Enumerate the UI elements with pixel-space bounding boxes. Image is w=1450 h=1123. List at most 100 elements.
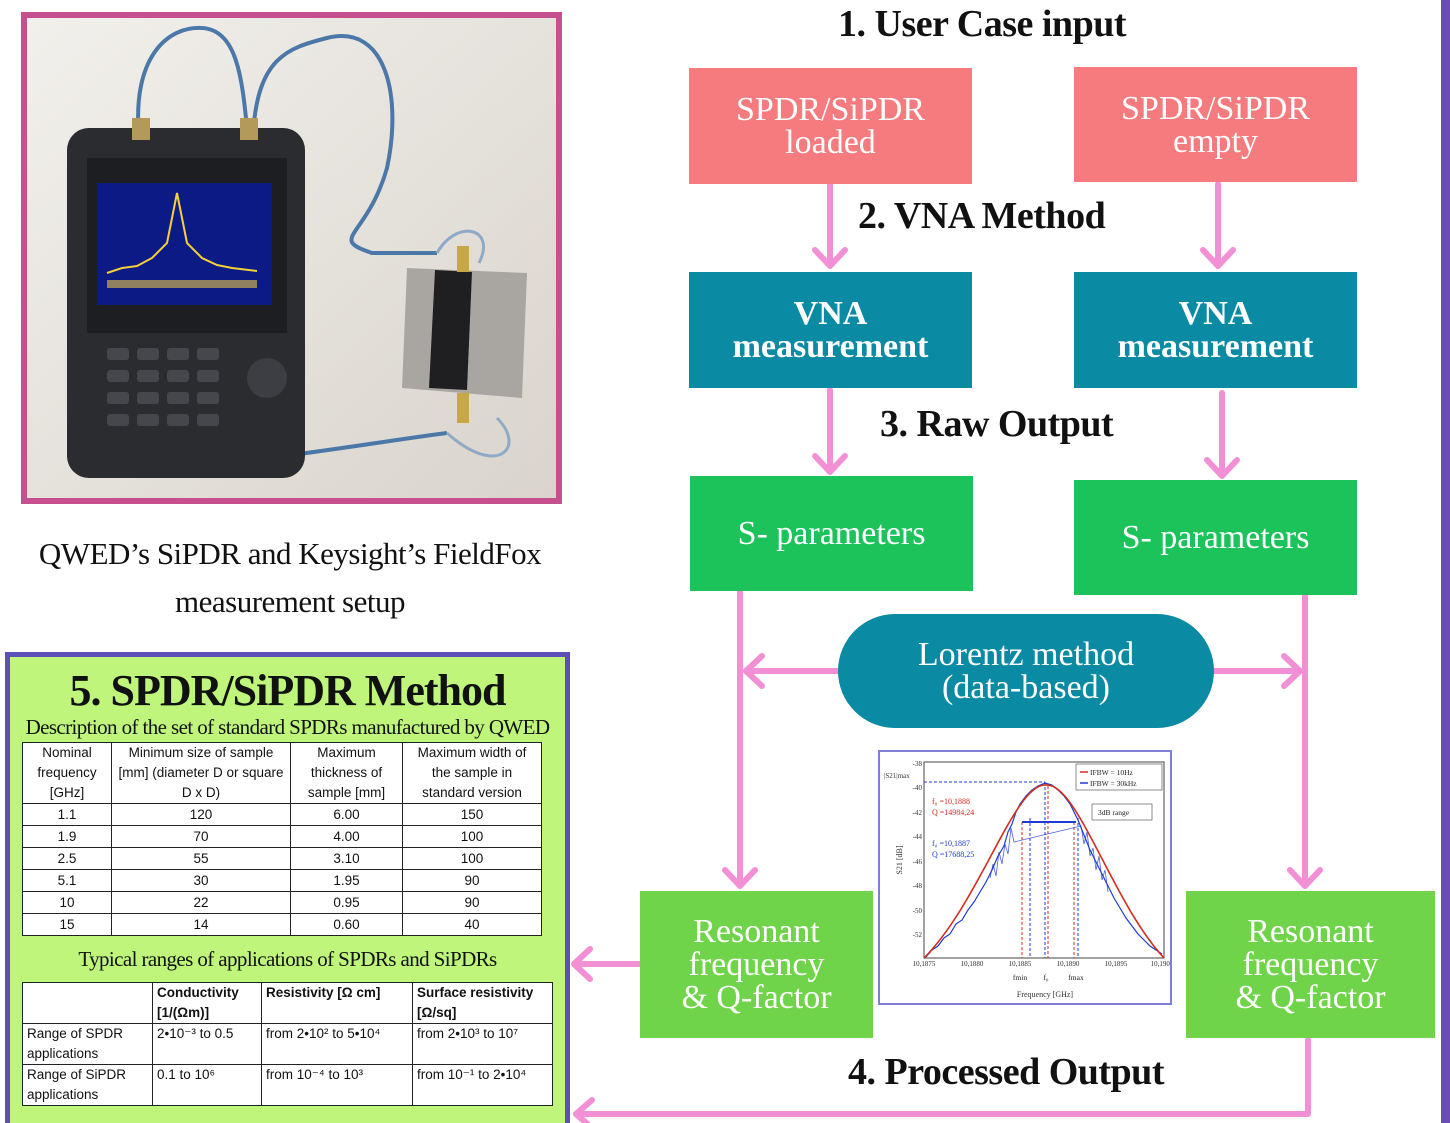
input-loaded-line2: loaded: [785, 124, 876, 161]
right-edge-bar: [1441, 0, 1450, 1123]
step3-heading: 3. Raw Output: [880, 403, 1114, 445]
graph-ylabel: S21 [dB]: [895, 845, 904, 874]
lorentz-fit-plot: -38 -40 -42 -44 -46 -48 -50 -52 10,1875 …: [884, 760, 1174, 999]
table-cell: 55: [111, 847, 291, 870]
table-cell: Range of SiPDR applications: [22, 1064, 153, 1106]
xtick-label: 10,1885: [1009, 960, 1032, 968]
3db-range-box: [1091, 803, 1153, 821]
table-cell: 1.95: [290, 869, 403, 892]
xtick-label: 10,1880: [961, 960, 984, 968]
result-right-line3: & Q-factor: [1235, 979, 1386, 1016]
table-cell: 3.10: [290, 847, 403, 870]
arrow-return-bottom: [575, 1037, 1311, 1117]
plot-area: [923, 761, 1165, 959]
table-cell: 5.1: [22, 869, 112, 892]
result-right-line2: frequency: [1242, 946, 1379, 983]
vna-device-illustration: [27, 18, 556, 498]
table-cell: 40: [402, 913, 542, 936]
arrowhead-left-input-vna: [812, 247, 848, 269]
table-cell: 0.1 to 10⁶: [152, 1064, 262, 1106]
spdr-standard-table: Nominal frequency [GHz] Minimum size of …: [22, 742, 542, 936]
blue-q-label: Q =17688,25: [932, 850, 974, 859]
raw-left-label: S- parameters: [737, 515, 926, 552]
table-cell: 4.00: [290, 825, 403, 848]
table-cell: 0.95: [290, 891, 403, 914]
legend-item-10hz: IFBW = 10Hz: [1090, 768, 1134, 777]
result-right-line1: Resonant: [1247, 913, 1374, 950]
surface-resistivity-header: Surface resistivity [Ω/sq]: [417, 985, 534, 1020]
table-cell: from 10⁻¹ to 2•10⁴: [412, 1064, 553, 1106]
xtick-label: 10,1875: [913, 960, 936, 968]
table-cell: 10: [22, 891, 112, 914]
ytick-label: -42: [913, 809, 923, 817]
red-curve-10hz: [923, 784, 1165, 959]
arrowhead-right-vna-raw: [1204, 457, 1240, 479]
table-cell: 90: [402, 869, 542, 892]
table-cell: 1.1: [22, 803, 112, 826]
table-cell: 2•10⁻³ to 0.5: [152, 1023, 262, 1065]
red-f0-label: f₀ =10,1888: [932, 797, 970, 806]
arrowhead-right-input-vna: [1200, 247, 1236, 269]
blue-curve-30khz: [925, 782, 1163, 958]
blue-noise: [989, 825, 1109, 893]
arrowhead-result-to-method: [571, 946, 593, 982]
table-cell: from 2•10² to 5•10⁴: [261, 1023, 413, 1065]
arrowhead-right-raw-result: [1287, 867, 1323, 889]
result-left-line2: frequency: [688, 946, 825, 983]
blue-f0-label: f₀ =10,1887: [932, 839, 970, 848]
measurement-setup-photo: [21, 12, 562, 504]
table-cell: 30: [111, 869, 291, 892]
xtick-label: 10,1900: [1151, 960, 1170, 968]
table-header-cell: Conductivity [1/(Ωm)]: [152, 982, 262, 1024]
table-cell: 120: [111, 803, 291, 826]
lorentz-line2: (data-based): [941, 669, 1110, 706]
arrowhead-left-raw-result: [722, 867, 758, 889]
arrowhead-left-vna-raw: [812, 453, 848, 475]
input-empty-line1: SPDR/SiPDR: [1121, 89, 1310, 127]
table-cell: 150: [402, 803, 542, 826]
ytick-label: -38: [913, 760, 923, 768]
table-cell: 15: [22, 913, 112, 936]
step1-heading: 1. User Case input: [838, 3, 1127, 45]
legend-item-30khz: IFBW = 30kHz: [1090, 779, 1137, 788]
table-cell: 100: [402, 825, 542, 848]
table-header-cell: Surface resistivity [Ω/sq]: [412, 982, 553, 1024]
raw-right-box: S- parameters: [1074, 480, 1357, 595]
input-loaded-line1: SPDR/SiPDR: [736, 91, 925, 128]
raw-right-label: S- parameters: [1121, 519, 1310, 556]
xtick-label: 10,1890: [1057, 960, 1080, 968]
ytick-label: -50: [913, 907, 923, 915]
table-header-cell: Minimum size of sample [mm] (diameter D …: [111, 742, 291, 804]
ytick-label: -46: [913, 858, 923, 866]
table-cell: 100: [402, 847, 542, 870]
fmin-label: fmin: [1013, 973, 1027, 982]
table-cell: 14: [111, 913, 291, 936]
table-cell: from 2•10³ to 10⁷: [412, 1023, 553, 1065]
photo-caption: QWED’s SiPDR and Keysight’s FieldFox mea…: [0, 530, 580, 626]
applications-range-table: Conductivity [1/(Ωm)] Resistivity [Ω cm]…: [22, 982, 553, 1106]
raw-left-box: S- parameters: [690, 476, 973, 591]
method-description: Description of the set of standard SPDRs…: [25, 715, 550, 739]
photo-caption-line2: measurement setup: [175, 584, 405, 619]
table-header-row: Conductivity [1/(Ωm)] Resistivity [Ω cm]…: [22, 982, 553, 1024]
resistivity-header: Resistivity [Ω cm]: [266, 985, 381, 1000]
f0-label: f₀: [1043, 973, 1048, 982]
table-cell: 22: [111, 891, 291, 914]
arrowhead-return-bottom: [573, 1097, 595, 1123]
ytick-label: -48: [913, 882, 923, 890]
table-cell: 6.00: [290, 803, 403, 826]
s21max-label: |S21|max: [884, 772, 910, 780]
